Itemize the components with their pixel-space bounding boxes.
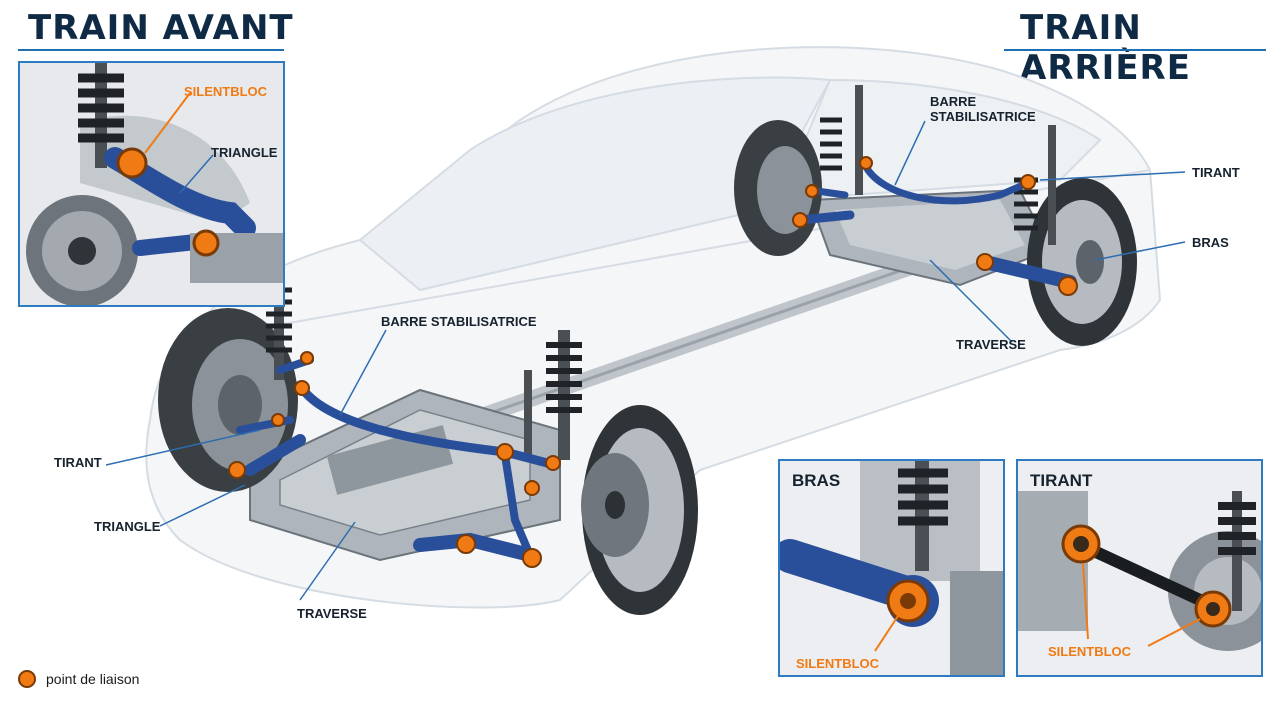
front-left-wheel — [158, 308, 298, 492]
rear-right-wheel — [1027, 178, 1137, 346]
driveshaft — [462, 242, 968, 428]
inset-rear-tie-rod-closeup: TIRANT SILENTBLOC — [1016, 459, 1263, 677]
inset-bras-silentbloc-label: SILENTBLOC — [796, 656, 880, 671]
inset-tirant-illustration — [1018, 461, 1261, 675]
rear-arm-label: BRAS — [1192, 235, 1229, 250]
front-stabilizer-bar-label: BARRE STABILISATRICE — [381, 314, 537, 329]
front-right-spring — [524, 330, 582, 460]
legend: point de liaison — [18, 670, 139, 688]
front-crossmember-label: TRAVERSE — [297, 606, 367, 621]
rear-stabilizer-bar-label-line2: STABILISATRICE — [930, 109, 1036, 124]
rear-stabilizer-bar-label: BARRE STABILISATRICE — [930, 94, 1036, 124]
inset-bras-illustration — [780, 461, 1003, 675]
front-title-underline — [18, 49, 284, 51]
rear-axle-title: TRAIN ARRIÈRE — [1020, 8, 1191, 88]
rear-crossmember-label: TRAVERSE — [956, 337, 1026, 352]
front-tie-rod-label: TIRANT — [54, 455, 102, 470]
inset-bras-title: BRAS — [792, 471, 841, 490]
inset-tirant-title: TIRANT — [1030, 471, 1093, 490]
rear-tie-rod-label: TIRANT — [1192, 165, 1240, 180]
front-right-wheel — [581, 405, 698, 615]
inset-front-axle-closeup — [18, 61, 285, 307]
rear-stabilizer-bar-label-line1: BARRE — [930, 94, 977, 109]
inset-front-triangle-label: TRIANGLE — [211, 145, 278, 160]
legend-text: point de liaison — [46, 671, 140, 687]
bushing-points — [228, 156, 1078, 568]
inset-front-silentbloc-label: SILENTBLOC — [184, 84, 268, 99]
inset-tirant-silentbloc-label: SILENTBLOC — [1048, 644, 1132, 659]
front-axle-title: TRAIN AVANT — [28, 8, 294, 48]
bushing-legend-icon — [18, 670, 36, 688]
rear-title-underline — [1004, 49, 1266, 51]
front-wishbone-label: TRIANGLE — [94, 519, 161, 534]
inset-front-illustration — [20, 63, 283, 305]
leader-lines — [105, 120, 1186, 601]
inset-rear-arm-closeup: BRAS SILENTBLOC — [778, 459, 1005, 677]
